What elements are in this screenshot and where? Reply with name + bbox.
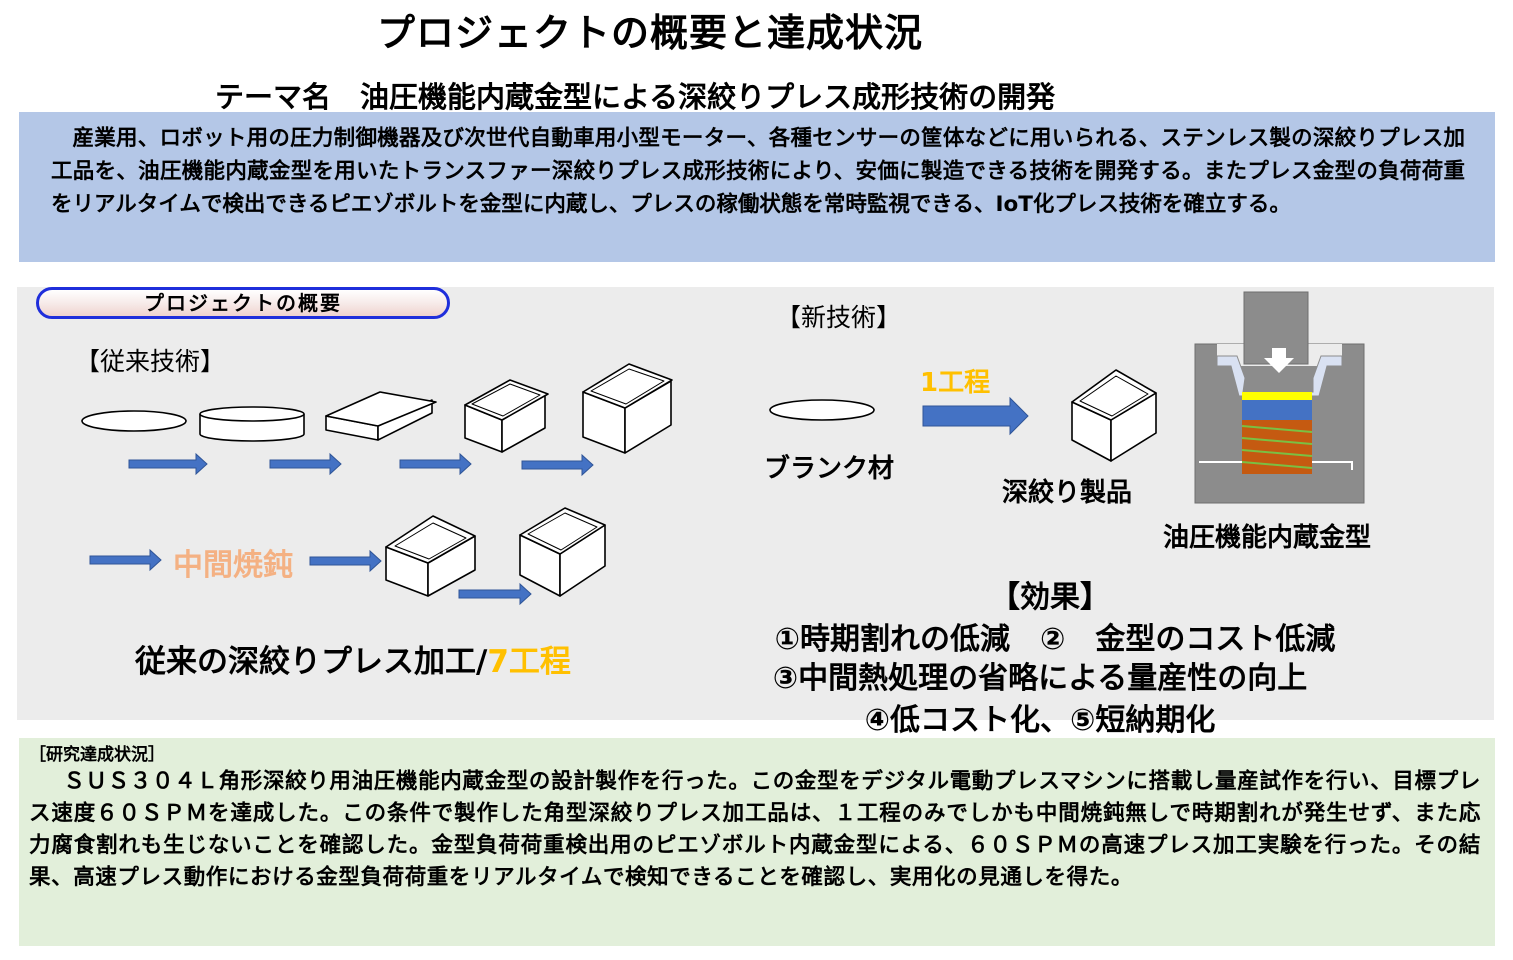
- summary-box: 産業用、ロボット用の圧力制御機器及び次世代自動車用小型モーター、各種センサーの筐…: [19, 112, 1495, 262]
- shallow-cup-icon: [199, 406, 305, 442]
- research-status-heading: ［研究達成状況］: [29, 745, 165, 765]
- effect-line-2: ③中間熱処理の省略による量産性の向上: [772, 661, 1308, 696]
- intermediate-annealing-label: 中間焼鈍: [173, 548, 293, 583]
- arrow-icon: [89, 548, 162, 572]
- final-box-icon: [519, 507, 606, 597]
- annealed-box-icon: [385, 515, 476, 597]
- effect-line-1: ①時期割れの低減 ② 金型のコスト低減: [774, 622, 1336, 657]
- effect-line-3: ④低コスト化、⑤短納期化: [864, 703, 1216, 738]
- one-step-arrow-icon: [922, 396, 1029, 436]
- conventional-caption-main: 従来の深絞りプレス加工/: [135, 644, 488, 680]
- arrow-icon: [458, 582, 532, 606]
- arrow-icon: [269, 452, 342, 476]
- one-step-label: 1工程: [920, 368, 991, 398]
- conventional-tech-label: 【従来技術】: [75, 347, 226, 376]
- research-status-text: ＳＵＳ３０４Ｌ角形深絞り用油圧機能内蔵金型の設計製作を行った。この金型をデジタル…: [29, 769, 1481, 890]
- arrow-icon: [521, 453, 594, 477]
- blank-disc-icon: [81, 410, 187, 432]
- conventional-step-count: 7工程: [487, 644, 571, 680]
- blank-material-label: ブランク材: [764, 454, 895, 484]
- arrow-icon: [309, 549, 382, 573]
- new-tech-label: 【新技術】: [776, 303, 902, 332]
- theme-title: テーマ名 油圧機能内蔵金型による深絞りプレス成形技術の開発: [215, 80, 1056, 114]
- effects-title: 【効果】: [990, 580, 1110, 615]
- page-title: プロジェクトの概要と達成状況: [376, 11, 923, 55]
- deep-drawn-product-icon: [1071, 369, 1157, 462]
- deep-drawn-product-label: 深絞り製品: [1002, 478, 1133, 508]
- hydraulic-die-icon: [1194, 291, 1365, 504]
- new-blank-disc-icon: [769, 399, 875, 421]
- overview-pill-label: プロジェクトの概要: [36, 287, 450, 319]
- medium-box-icon: [464, 379, 549, 453]
- deep-box-icon: [582, 363, 673, 454]
- arrow-icon: [399, 452, 472, 476]
- summary-text: 産業用、ロボット用の圧力制御機器及び次世代自動車用小型モーター、各種センサーの筐…: [51, 126, 1465, 217]
- conventional-caption: 従来の深絞りプレス加工/7工程: [135, 636, 571, 681]
- shallow-tray-icon: [325, 391, 437, 441]
- hydraulic-die-label: 油圧機能内蔵金型: [1163, 523, 1372, 553]
- arrow-icon: [128, 452, 208, 476]
- research-status-box: ［研究達成状況］ ＳＵＳ３０４Ｌ角形深絞り用油圧機能内蔵金型の設計製作を行った。…: [19, 738, 1495, 946]
